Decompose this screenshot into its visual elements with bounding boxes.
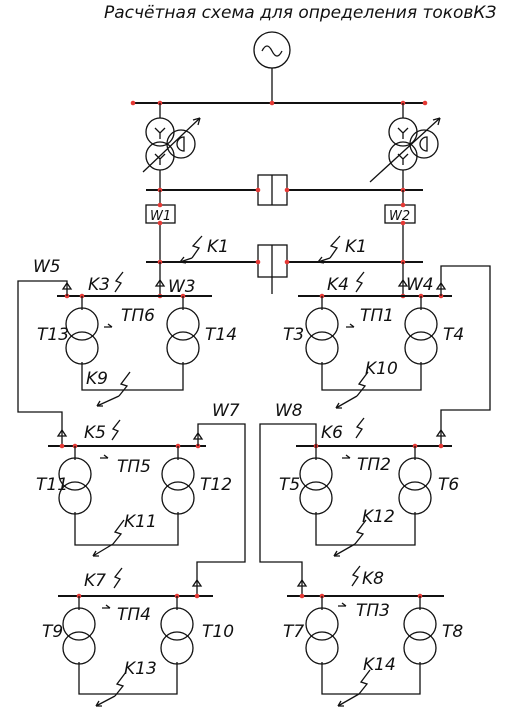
- line-w1-label: W1: [150, 209, 171, 224]
- diagram-title: Расчётная схема для определения токовКЗ: [104, 3, 497, 23]
- fault-k4: K4: [327, 275, 349, 295]
- transformer-t12: T12: [200, 475, 232, 495]
- line-w8-label: W8: [275, 401, 303, 421]
- transformer-t5: T5: [279, 475, 300, 495]
- fault-k6: K6: [321, 423, 343, 443]
- substation-tp2: ТП2: [357, 455, 391, 475]
- substation-tp6: ТП6: [121, 306, 155, 326]
- transformer-t4: T4: [443, 325, 464, 345]
- fault-k8: K8: [362, 569, 384, 589]
- section-breaker: [257, 244, 288, 294]
- line-w2: [384, 204, 416, 224]
- line-w4-label: W4: [406, 275, 434, 295]
- line-w2-label: W2: [389, 209, 410, 224]
- fault-k7: K7: [84, 571, 106, 591]
- three-winding-transformer-icon: [142, 103, 201, 190]
- two-winding-transformer-icon: [299, 457, 333, 515]
- fault-k14: K14: [363, 655, 396, 675]
- transformer-t3: T3: [283, 325, 304, 345]
- line-w3-label: W3: [168, 277, 196, 297]
- two-winding-transformer-icon: [166, 307, 200, 365]
- short-circuit-bolt-icon: [317, 235, 341, 264]
- line-w5-label: W5: [33, 257, 61, 277]
- transformer-t7: T7: [283, 622, 304, 642]
- substation-tp5: ТП5: [117, 457, 151, 477]
- two-winding-transformer-icon: [404, 307, 438, 365]
- two-winding-transformer-icon: [398, 457, 432, 515]
- substation-tp1: ТП1: [360, 306, 394, 326]
- two-winding-transformer-icon: [403, 607, 437, 665]
- section-breaker: [257, 174, 288, 206]
- transformer-t13: T13: [37, 325, 69, 345]
- transformer-t10: T10: [202, 622, 234, 642]
- two-winding-transformer-icon: [305, 607, 339, 665]
- three-winding-transformer-icon: [369, 103, 441, 190]
- substation-tp3: ТП3: [356, 601, 390, 621]
- transformer-t6: T6: [438, 475, 459, 495]
- transformer-t8: T8: [442, 622, 463, 642]
- two-winding-transformer-icon: [65, 307, 99, 365]
- two-winding-transformer-icon: [160, 607, 194, 665]
- transformer-t9: T9: [42, 622, 63, 642]
- two-winding-transformer-icon: [305, 307, 339, 365]
- fault-k3: K3: [88, 275, 110, 295]
- fault-k13: K13: [124, 659, 157, 679]
- fault-k1-right: K1: [345, 237, 367, 257]
- substation-tp4: ТП4: [117, 605, 151, 625]
- fault-k5: K5: [84, 423, 106, 443]
- two-winding-transformer-icon: [161, 457, 195, 515]
- fault-k1-left: K1: [207, 237, 229, 257]
- two-winding-transformer-icon: [62, 607, 96, 665]
- short-circuit-bolt-icon: [179, 235, 203, 264]
- transformer-t11: T11: [36, 475, 68, 495]
- transformer-t14: T14: [205, 325, 237, 345]
- ac-generator-icon: [253, 31, 291, 69]
- fault-k9: K9: [86, 369, 108, 389]
- fault-k11: K11: [124, 512, 157, 532]
- fault-k10: K10: [365, 359, 398, 379]
- fault-k12: K12: [362, 507, 395, 527]
- line-w7-label: W7: [212, 401, 240, 421]
